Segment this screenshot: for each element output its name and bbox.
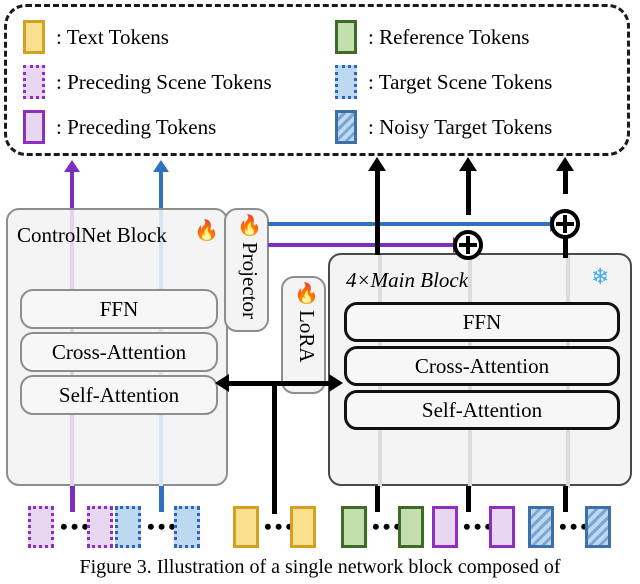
lora-block[interactable]: 🔥 LoRA: [281, 276, 326, 394]
ellipsis: •••: [559, 514, 592, 539]
legend-item-target-scene-tokens: : Target Scene Tokens: [335, 62, 552, 102]
preceding-token-swatch: [23, 110, 45, 144]
noisy-target-token-swatch: [585, 506, 611, 548]
controlnet-self-attention[interactable]: Self-Attention: [20, 375, 218, 415]
controlnet-cross-attention[interactable]: Cross-Attention: [20, 332, 218, 372]
legend-item-preceding-scene-tokens: : Preceding Scene Tokens: [23, 62, 272, 102]
preceding-scene-token-swatch: [23, 65, 45, 99]
noisy-target-token-swatch: [528, 506, 554, 548]
legend-item-text-tokens: : Text Tokens: [23, 17, 169, 57]
ellipsis: •••: [264, 514, 297, 539]
controlnet-ffn[interactable]: FFN: [20, 289, 218, 329]
legend-label: : Target Scene Tokens: [368, 69, 553, 94]
legend-panel: : Text Tokens : Reference Tokens : Prece…: [4, 4, 630, 156]
legend-label: : Preceding Tokens: [56, 114, 217, 139]
legend-label: : Preceding Scene Tokens: [56, 69, 272, 94]
add-operator-preceding: [453, 230, 483, 260]
reference-token-swatch: [398, 506, 424, 548]
text-token-swatch: [290, 506, 316, 548]
text-token-trunk: [272, 381, 277, 514]
main-block-title: 4×Main Block: [346, 268, 469, 292]
add-operator-target: [550, 209, 580, 239]
target-scene-output-arrow: [153, 160, 169, 211]
ellipsis: •••: [372, 514, 405, 539]
preceding-stream-arrow: [459, 157, 477, 215]
legend-label: : Text Tokens: [56, 24, 169, 49]
noisy-target-token-swatch: [335, 110, 357, 144]
text-token-swatch: [23, 20, 45, 54]
main-block[interactable]: 4×Main Block ❄ FFN Cross-Attention Self-…: [328, 253, 632, 488]
main-self-attention[interactable]: Self-Attention: [344, 390, 620, 430]
figure-caption: Figure 3. Illustration of a single netwo…: [79, 556, 561, 578]
legend-item-preceding-tokens: : Preceding Tokens: [23, 107, 216, 147]
target-scene-residual-arrow: [268, 216, 562, 232]
main-ffn[interactable]: FFN: [344, 302, 620, 342]
controlnet-block[interactable]: ControlNet Block 🔥 FFN Cross-Attention S…: [6, 208, 228, 488]
text-to-main-cross-attn: [272, 374, 343, 392]
network-block-diagram: ControlNet Block 🔥 FFN Cross-Attention S…: [0, 157, 640, 558]
flame-icon: 🔥: [194, 220, 219, 242]
preceding-scene-input-stub: [70, 486, 75, 512]
snowflake-icon: ❄: [591, 264, 610, 289]
preceding-scene-token-swatch: [28, 506, 54, 548]
reference-token-swatch: [341, 506, 367, 548]
text-token-swatch: [233, 506, 259, 548]
text-to-controlnet-cross-attn: [215, 374, 274, 392]
ellipsis: •••: [147, 514, 180, 539]
preceding-scene-residual-arrow: [268, 237, 465, 253]
main-cross-attention[interactable]: Cross-Attention: [344, 346, 620, 386]
preceding-stream-input: [466, 486, 471, 512]
legend-item-reference-tokens: : Reference Tokens: [335, 17, 529, 57]
preceding-scene-token-swatch: [87, 506, 113, 548]
legend-label: : Noisy Target Tokens: [368, 114, 553, 139]
flame-icon: 🔥: [237, 215, 262, 237]
projector-block[interactable]: 🔥 Projector: [224, 208, 269, 332]
reference-token-swatch: [335, 20, 357, 54]
preceding-scene-output-arrow: [64, 160, 80, 211]
legend-item-noisy-target-tokens: : Noisy Target Tokens: [335, 107, 552, 147]
lora-label: LoRA: [295, 310, 319, 363]
target-scene-token-swatch: [335, 65, 357, 99]
flame-icon: 🔥: [294, 283, 319, 305]
ellipsis: •••: [60, 514, 93, 539]
token-strip: ••• ••• ••• ••• ••• •••: [0, 506, 640, 552]
target-scene-input-stub: [159, 486, 164, 512]
legend-label: : Reference Tokens: [368, 24, 530, 49]
reference-stream-input: [375, 486, 380, 512]
ellipsis: •••: [463, 514, 496, 539]
target-scene-token-swatch: [115, 506, 141, 548]
controlnet-block-title: ControlNet Block: [17, 223, 167, 247]
preceding-token-swatch: [489, 506, 515, 548]
reference-stream-arrow: [368, 157, 386, 255]
noisy-stream-arrow: [556, 157, 574, 194]
projector-label: Projector: [238, 242, 262, 319]
noisy-stream-input: [563, 486, 568, 512]
preceding-token-swatch: [432, 506, 458, 548]
target-scene-token-swatch: [174, 506, 200, 548]
